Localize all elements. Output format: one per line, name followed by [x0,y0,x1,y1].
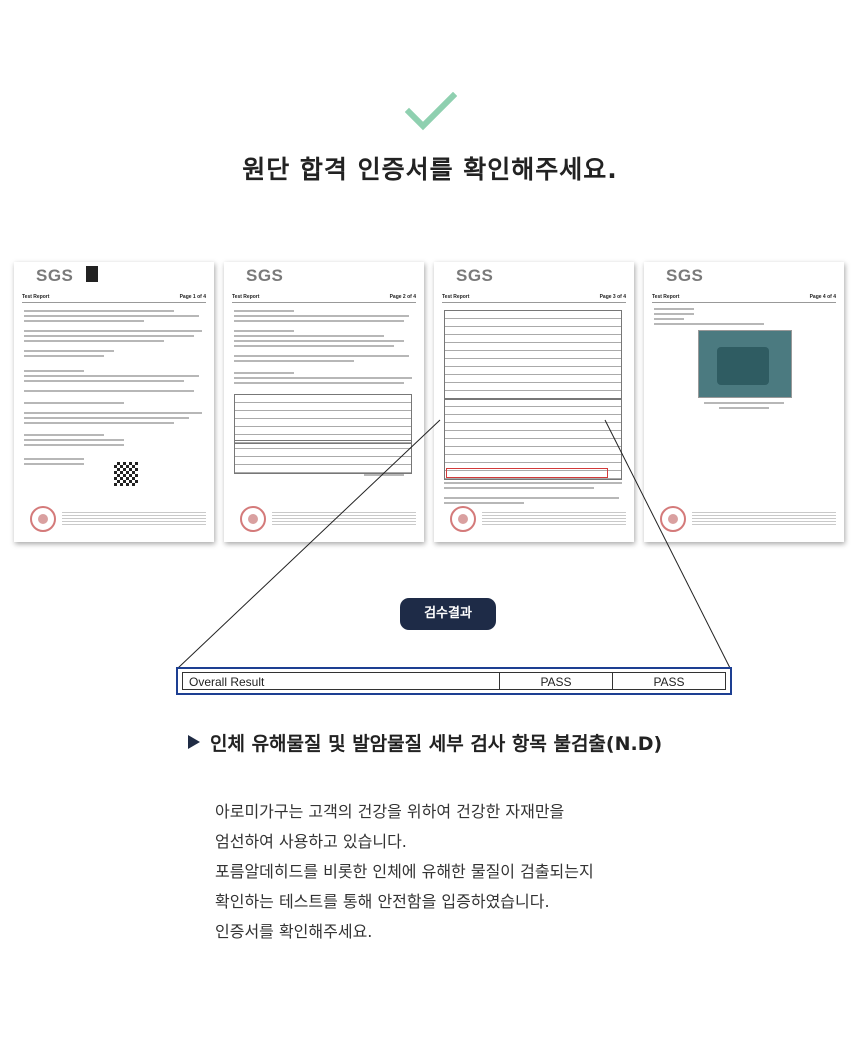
qr-code [114,462,138,486]
result-pass-2: PASS [612,673,725,689]
triangle-bullet-icon [188,735,200,749]
description-line: 아로미가구는 고객의 건강을 위하여 건강한 자재만을 [215,802,565,821]
result-label: Overall Result [183,673,500,689]
section-subtitle: 인체 유해물질 및 발암물질 세부 검사 항목 불검출(N.D) [188,729,662,756]
stamp-icon [240,506,266,532]
report-title: Test Report [442,294,470,300]
subtitle-text: 인체 유해물질 및 발암물질 세부 검사 항목 불검출(N.D) [210,733,663,755]
description-line: 확인하는 테스트를 통해 안전함을 입증하였습니다. [215,892,550,911]
report-title: Test Report [22,294,50,300]
result-pass-1: PASS [540,675,572,689]
certificate-page-2: SGS Test Report Page 2 of 4 [224,262,424,542]
sgs-logo: SGS [246,266,284,285]
overall-result-highlight [446,468,608,478]
stamp-icon [660,506,686,532]
overall-result-row: Overall Result PASS PASS [176,667,732,695]
sgs-logo: SGS [456,266,494,285]
check-icon [405,92,457,131]
certificate-page-1: SGS Test Report Page 1 of 4 [14,262,214,542]
page-number: Page 2 of 4 [389,294,416,300]
stamp-icon [30,506,56,532]
crest-icon [86,266,98,282]
report-title: Test Report [652,294,680,300]
description: 아로미가구는 고객의 건강을 위하여 건강한 자재만을 엄선하여 사용하고 있습… [215,797,594,947]
page-number: Page 1 of 4 [179,294,206,300]
description-line: 인증서를 확인해주세요. [215,922,373,941]
sgs-logo: SGS [666,266,704,285]
description-line: 엄선하여 사용하고 있습니다. [215,832,407,851]
certificate-gallery: SGS Test Report Page 1 of 4 SGS Test Repo… [14,262,846,544]
report-title: Test Report [232,294,260,300]
page-number: Page 4 of 4 [809,294,836,300]
page-title: 원단 합격 인증서를 확인해주세요. [242,155,618,184]
sgs-logo: SGS [36,266,74,285]
description-line: 포름알데히드를 비롯한 인체에 유해한 물질이 검출되는지 [215,862,594,881]
certificate-page-4: SGS Test Report Page 4 of 4 [644,262,844,542]
page-number: Page 3 of 4 [599,294,626,300]
inspection-result-badge: 검수결과 [400,598,496,630]
stamp-icon [450,506,476,532]
certificate-page-3: SGS Test Report Page 3 of 4 [434,262,634,542]
sample-photo [698,330,792,398]
